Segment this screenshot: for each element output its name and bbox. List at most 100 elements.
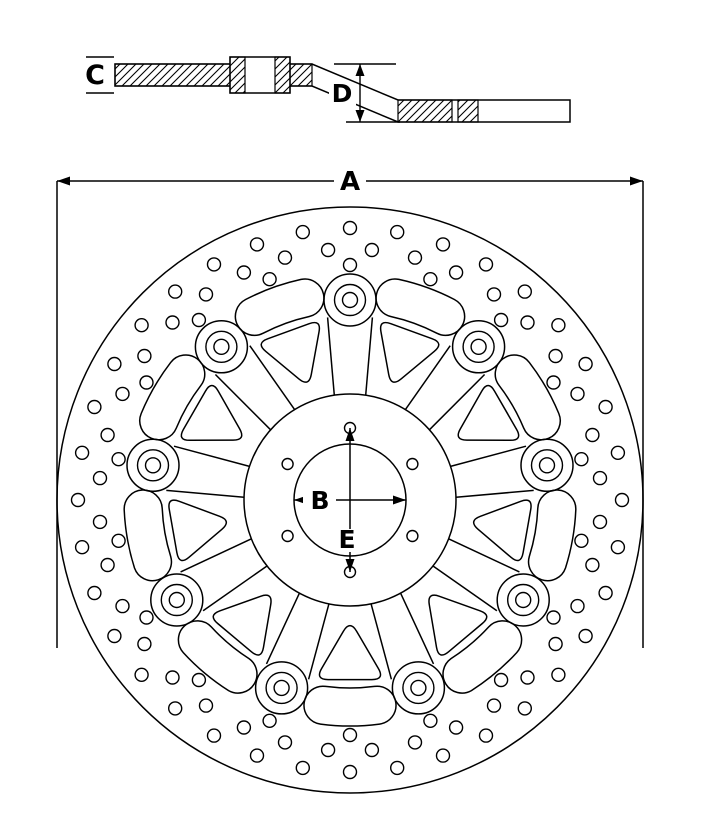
drill-hole [191,672,207,688]
drill-hole [435,237,451,252]
drill-hole [295,760,310,776]
button-pad [150,573,204,627]
drill-hole [390,224,405,240]
dimension-labels: A B C D E [85,60,361,554]
drill-hole [435,748,451,763]
drill-hole [493,312,509,328]
cutout-window [457,384,520,442]
drill-hole [167,284,183,299]
float-slot [494,354,562,441]
dim-label-c: C [85,60,105,91]
dim-e-label-bg [333,529,361,552]
spoke-edge [173,445,250,468]
float-slot [123,489,173,582]
drill-hole [478,257,494,272]
drill-hole [191,312,207,328]
drill-hole [598,399,613,415]
float-button-inner [144,457,162,474]
drill-hole [578,628,593,644]
drill-hole [92,470,108,486]
dim-d-label-bg [329,84,356,106]
drill-hole [486,698,502,713]
drill-hole [517,284,532,299]
spoke-edge [214,373,272,431]
float-slot [375,278,466,337]
bolt-hole [281,457,294,471]
drill-hole [139,610,154,625]
cutout-window [212,594,272,656]
float-slot [177,620,258,694]
drill-hole [423,272,438,287]
float-button-inner [538,457,556,474]
bolt-hole [406,529,419,543]
drill-hole [277,735,293,750]
drill-hole [390,760,405,776]
spoke-edge [265,592,301,665]
spoke-edge [166,489,245,498]
button-section-hatch-right [274,56,291,94]
drill-hole [342,257,358,273]
spoke-edge [249,345,296,411]
dim-label-d: D [332,79,353,108]
bolt-hole [406,457,419,471]
drill-hole [448,720,464,735]
float-slot [442,620,523,694]
drill-hole [548,636,563,652]
drill-hole [165,315,180,330]
drill-hole [585,427,600,443]
drill-hole [574,452,589,467]
dim-b-arrow-right-icon [393,495,406,505]
float-button-inner [213,338,230,355]
float-button-inner [168,591,186,609]
drill-hole [249,237,265,252]
drill-hole [167,701,183,716]
spoke-edge [326,317,336,396]
drill-hole [570,386,585,402]
float-button-inner [273,679,290,697]
cutout-window [318,624,382,681]
drill-hole [198,287,214,302]
drill-hole [249,748,265,763]
drill-hole [134,667,149,682]
drill-hole [111,533,126,548]
dim-e-arrow-up-icon [345,428,355,441]
dim-label-e: E [338,525,355,554]
drill-hole [74,445,90,460]
float-slot [234,278,325,337]
spoke-edge [370,603,393,680]
button-pad [254,661,309,715]
drill-hole [478,728,494,743]
drill-hole [486,287,502,302]
spoke-edge [428,373,486,431]
drill-hole [551,318,566,333]
drill-hole [520,670,535,685]
drill-hole [342,727,358,743]
section-hatch-carrier [397,99,453,123]
drill-hole [578,356,593,372]
dim-e-arrow-down-icon [345,559,355,572]
cutout-window [428,594,488,656]
dim-a-arrow-right-icon [630,176,643,186]
dim-d-arrow-up-icon [355,64,365,76]
drill-hole [407,250,423,265]
drill-hole [92,514,108,530]
drill-hole [100,557,115,573]
drill-hole [546,375,561,390]
drill-hole [610,445,626,460]
button-section-hatch-left [229,56,246,94]
drill-hole [342,764,358,780]
spoke-edge [432,565,498,612]
drill-hole [111,452,126,467]
drill-hole [342,220,358,236]
spoke-edge [202,565,268,612]
drill-hole [87,399,102,415]
drill-hole [598,585,613,601]
drill-hole [610,540,626,555]
dim-d-extension-lines [334,63,400,123]
drill-hole [107,628,122,644]
drill-hole [551,667,566,682]
drill-hole [87,585,102,601]
drill-hole [262,272,277,287]
spoke-edge [364,317,374,396]
button-pad [391,661,446,715]
